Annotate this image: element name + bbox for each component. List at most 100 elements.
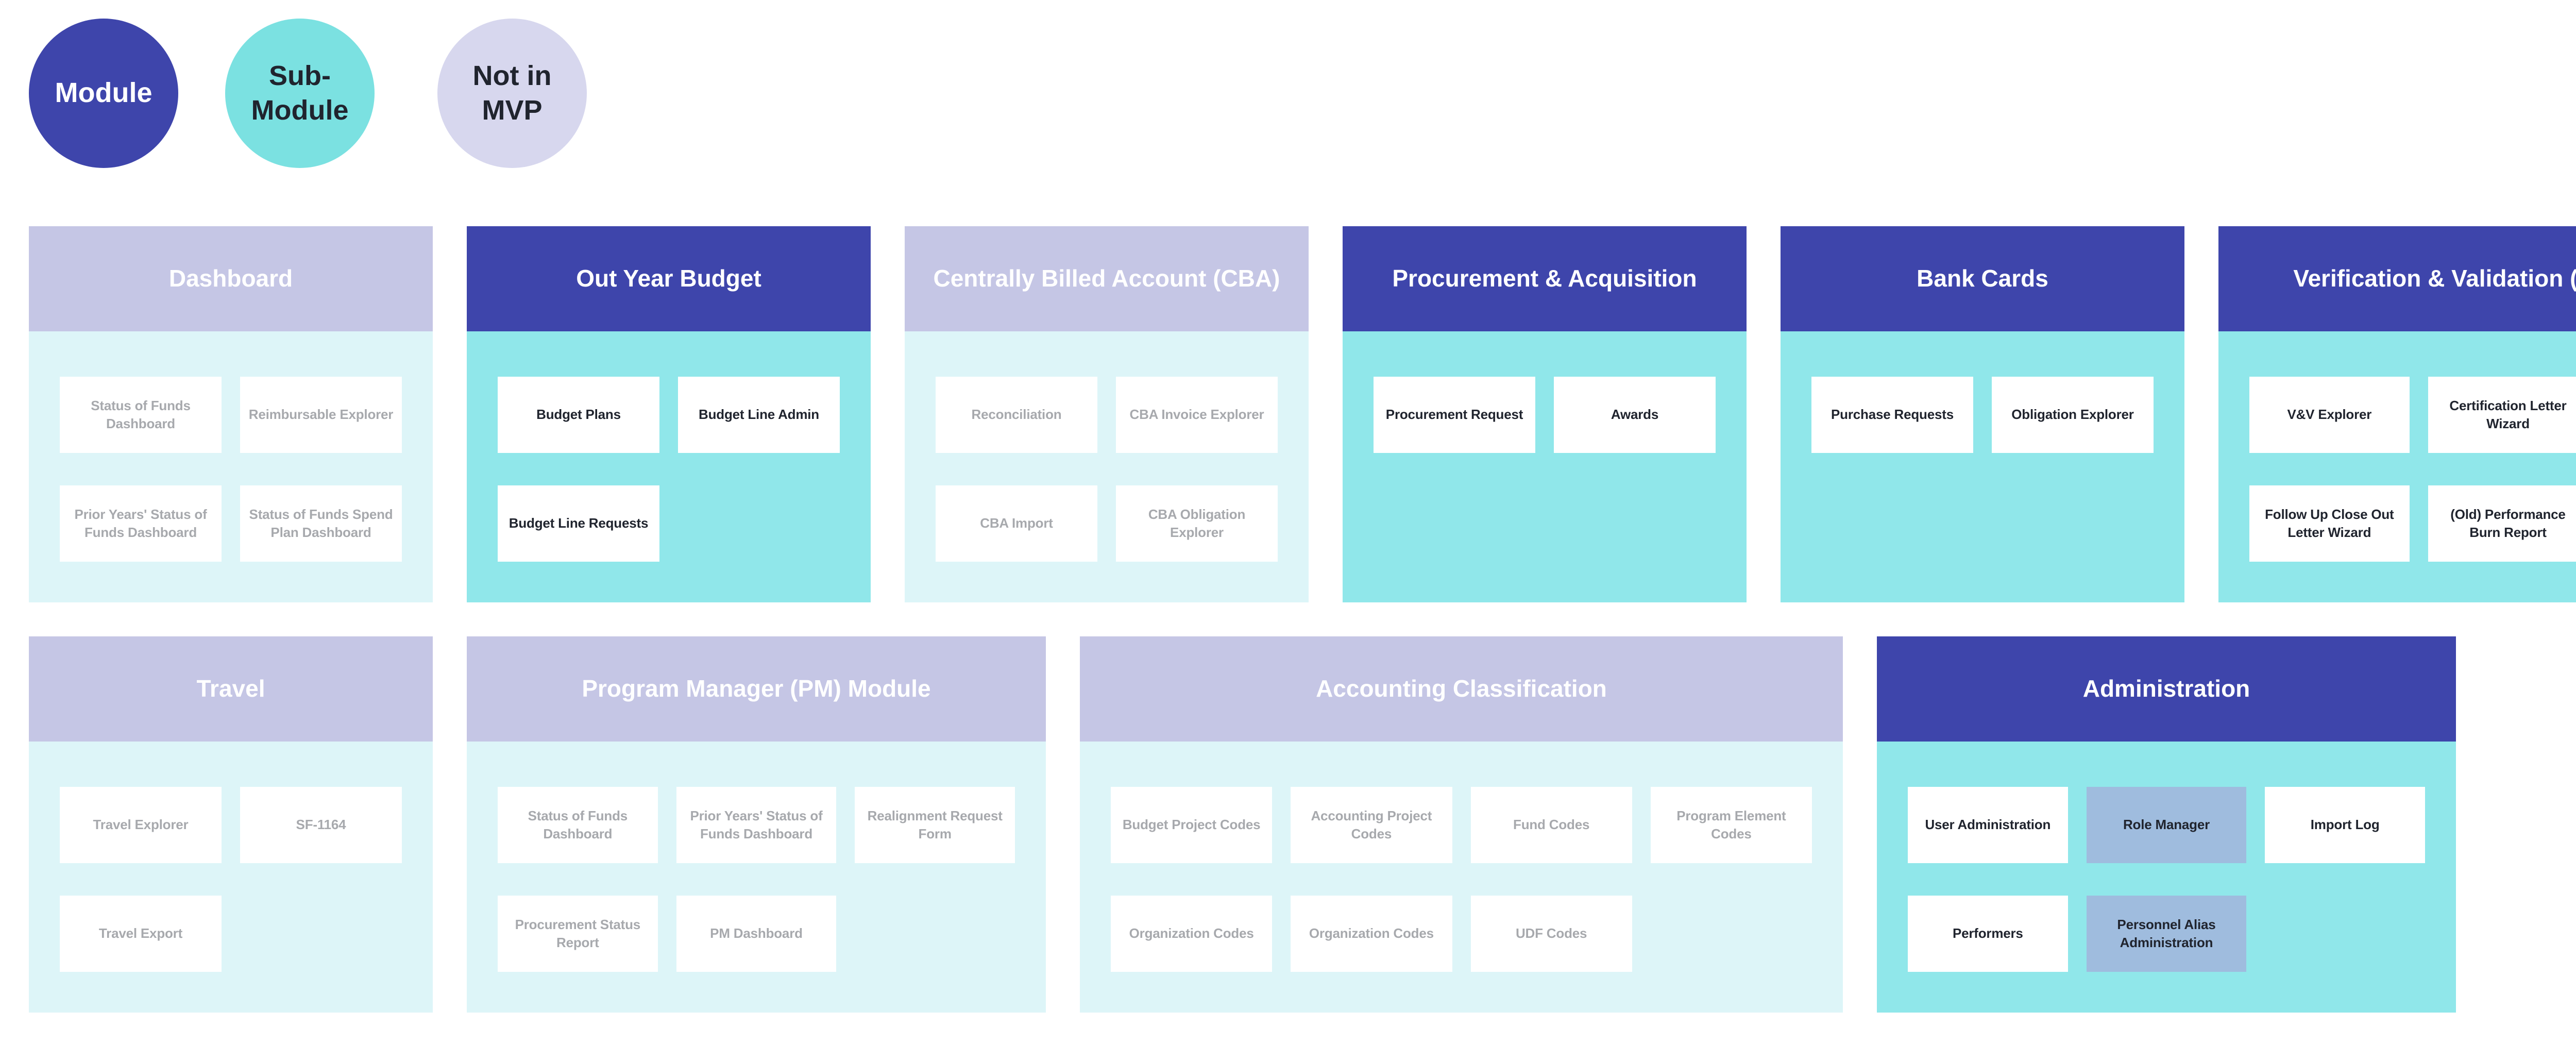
item-label-cba-invoice-explorer: CBA Invoice Explorer (1129, 407, 1264, 423)
item-accounting-project-codes: Accounting Project Codes (1291, 787, 1452, 863)
item-label-reimbursable-explorer: Reimbursable Explorer (248, 407, 394, 423)
item-budget-project-codes: Budget Project Codes (1111, 787, 1273, 863)
card-body-program-manager-pm-module: Status of Funds Dashboard Prior Years' St… (467, 742, 1046, 1013)
item-label-certification-letter-wizard: Certification Letter Wizard (2449, 397, 2567, 431)
item-travel-export: Travel Export (60, 896, 222, 972)
item-budget-line-requests: Budget Line Requests (498, 485, 659, 562)
card-title-verification-validation-v-v-review: Verification & Validation (V&V) Review (2293, 265, 2576, 292)
card-header-out-year-budget: Out Year Budget (467, 226, 871, 331)
item-budget-plans: Budget Plans (498, 377, 659, 453)
item-awards: Awards (1554, 377, 1716, 453)
item-label-budget-project-codes: Budget Project Codes (1122, 817, 1261, 833)
item-pm-dashboard: PM Dashboard (676, 896, 837, 972)
card-body-bank-cards: Purchase Requests Obligation Explorer (1781, 331, 2184, 602)
card-header-administration: Administration (1877, 636, 2456, 742)
item-organization-codes: Organization Codes (1111, 896, 1273, 972)
item-prior-years-status-of-funds-dashboard: Prior Years' Status of Funds Dashboard (60, 485, 222, 562)
item-label-reconciliation: Reconciliation (971, 407, 1062, 423)
card-header-procurement-acquisition: Procurement & Acquisition (1343, 226, 1747, 331)
card-header-verification-validation-v-v-review: Verification & Validation (V&V) Review (2218, 226, 2576, 331)
legend-circle-submodule: Sub- Module (225, 19, 375, 168)
item-reconciliation: Reconciliation (936, 377, 1097, 453)
item-label-status-of-funds-dashboard: Status of Funds Dashboard (91, 397, 191, 431)
item-label-budget-line-requests: Budget Line Requests (509, 515, 649, 531)
item-v-v-explorer: V&V Explorer (2249, 377, 2410, 453)
item-label-purchase-requests: Purchase Requests (1831, 407, 1954, 423)
item-label-user-administration: User Administration (1925, 817, 2051, 833)
item-cba-invoice-explorer: CBA Invoice Explorer (1116, 377, 1278, 453)
legend-label-module: Module (55, 77, 152, 109)
item-status-of-funds-spend-plan-dashboard: Status of Funds Spend Plan Dashboard (240, 485, 402, 562)
item-user-administration: User Administration (1908, 787, 2068, 863)
item-organization-codes: Organization Codes (1291, 896, 1452, 972)
item-reimbursable-explorer: Reimbursable Explorer (240, 377, 402, 453)
card-title-travel: Travel (196, 675, 265, 702)
card-title-dashboard: Dashboard (168, 265, 293, 292)
item-label-cba-obligation-explorer: CBA Obligation Explorer (1148, 506, 1246, 540)
item-cba-obligation-explorer: CBA Obligation Explorer (1116, 485, 1278, 562)
item-label-pm-dashboard: PM Dashboard (710, 925, 803, 941)
item-label-status-of-funds-spend-plan-dashboard: Status of Funds Spend Plan Dashboard (249, 506, 393, 540)
card-title-accounting-classification: Accounting Classification (1316, 675, 1607, 702)
item-travel-explorer: Travel Explorer (60, 787, 222, 863)
item-old-performance-burn-report: (Old) Performance Burn Report (2428, 485, 2576, 562)
item-label-fund-codes: Fund Codes (1513, 817, 1590, 833)
item-label-prior-years-status-of-funds-dashboard: Prior Years' Status of Funds Dashboard (690, 807, 823, 841)
card-header-bank-cards: Bank Cards (1781, 226, 2184, 331)
card-header-centrally-billed-account-cba: Centrally Billed Account (CBA) (905, 226, 1309, 331)
item-certification-letter-wizard: Certification Letter Wizard (2428, 377, 2576, 453)
item-label-accounting-project-codes: Accounting Project Codes (1311, 807, 1432, 841)
item-label-sf-1164: SF-1164 (296, 817, 346, 833)
item-label-v-v-explorer: V&V Explorer (2287, 407, 2372, 423)
legend-circle-module: Module (29, 19, 178, 168)
item-label-organization-codes: Organization Codes (1129, 925, 1254, 941)
card-header-program-manager-pm-module: Program Manager (PM) Module (467, 636, 1046, 742)
card-title-centrally-billed-account-cba: Centrally Billed Account (CBA) (933, 265, 1280, 292)
card-body-dashboard: Status of Funds Dashboard Reimbursable Ex… (29, 331, 433, 602)
legend: Module Sub- Module Not in MVP (29, 19, 587, 168)
item-status-of-funds-dashboard: Status of Funds Dashboard (498, 787, 658, 863)
item-follow-up-close-out-letter-wizard: Follow Up Close Out Letter Wizard (2249, 485, 2410, 562)
item-label-procurement-request: Procurement Request (1385, 407, 1523, 423)
item-procurement-status-report: Procurement Status Report (498, 896, 658, 972)
item-label-awards: Awards (1611, 407, 1659, 423)
item-label-obligation-explorer: Obligation Explorer (2011, 407, 2134, 423)
item-procurement-request: Procurement Request (1374, 377, 1535, 453)
item-label-travel-explorer: Travel Explorer (93, 817, 189, 833)
item-label-program-element-codes: Program Element Codes (1676, 807, 1786, 841)
item-label-travel-export: Travel Export (98, 925, 183, 941)
item-label-organization-codes: Organization Codes (1309, 925, 1434, 941)
item-label-import-log: Import Log (2310, 817, 2380, 833)
item-fund-codes: Fund Codes (1470, 787, 1632, 863)
item-label-procurement-status-report: Procurement Status Report (515, 916, 641, 950)
card-title-out-year-budget: Out Year Budget (576, 265, 761, 292)
item-label-budget-line-admin: Budget Line Admin (699, 407, 819, 423)
card-centrally-billed-account-cba: Centrally Billed Account (CBA) Reconcilia… (905, 226, 1309, 602)
item-personnel-alias-administration: Personnel Alias Administration (2086, 896, 2247, 972)
legend-circle-notmvp: Not in MVP (437, 19, 587, 168)
card-title-bank-cards: Bank Cards (1917, 265, 2048, 292)
item-label-cba-import: CBA Import (980, 515, 1053, 531)
item-import-log: Import Log (2265, 787, 2425, 863)
item-label-performers: Performers (1952, 925, 2023, 941)
card-header-accounting-classification: Accounting Classification (1080, 636, 1843, 742)
item-label-udf-codes: UDF Codes (1515, 925, 1587, 941)
card-title-administration: Administration (2082, 675, 2250, 702)
item-label-budget-plans: Budget Plans (536, 407, 621, 423)
item-obligation-explorer: Obligation Explorer (1992, 377, 2154, 453)
item-budget-line-admin: Budget Line Admin (678, 377, 840, 453)
card-body-procurement-acquisition: Procurement Request Awards (1343, 331, 1747, 602)
